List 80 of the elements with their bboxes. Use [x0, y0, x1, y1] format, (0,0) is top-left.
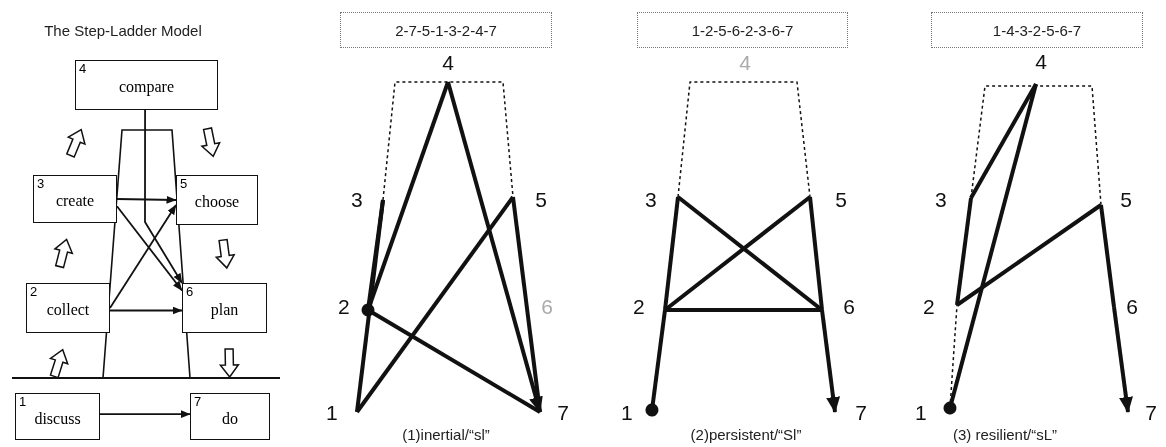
sequence-box: 1-2-5-6-2-3-6-7	[637, 12, 848, 48]
step-number: 5	[180, 177, 188, 191]
step-number: 7	[835, 402, 867, 424]
step-box	[26, 283, 110, 333]
step-number: 1	[19, 395, 27, 409]
panel-title: The Step-Ladder Model	[44, 22, 202, 39]
sequence-box: 2-7-5-1-3-2-4-7	[340, 12, 552, 48]
path-line	[665, 308, 822, 312]
path-line	[645, 309, 667, 417]
hollow-arrow	[48, 348, 69, 379]
arrow	[99, 410, 191, 419]
path-line	[663, 196, 680, 311]
hollow-arrow	[200, 127, 221, 158]
step-number: 6	[1114, 296, 1138, 318]
step-number: 4	[1033, 51, 1047, 84]
step-number: 7	[540, 402, 569, 424]
step-number: 1	[621, 402, 652, 424]
step-number: 1	[915, 402, 950, 424]
dotted-line	[677, 81, 811, 198]
arrow	[116, 195, 177, 204]
step-box	[33, 175, 117, 223]
arrow	[1112, 306, 1133, 413]
step-number: 4	[79, 62, 87, 76]
arrow	[116, 205, 183, 292]
step-number: 5	[1101, 189, 1132, 211]
path-line	[511, 196, 542, 413]
step-number: 3	[37, 177, 45, 191]
step-number: 3	[935, 189, 971, 211]
arrow	[820, 309, 841, 413]
path-line	[808, 196, 824, 311]
step-box	[190, 393, 270, 440]
dotted-line	[382, 81, 514, 201]
dotted-line	[970, 85, 1102, 206]
step-box	[182, 283, 267, 333]
step-number: 6	[822, 296, 855, 318]
step-label: discuss	[33, 409, 82, 428]
path-line	[1099, 204, 1116, 308]
step-number: 2	[338, 296, 368, 318]
panel-caption: (1)inertial/“sl”	[402, 426, 490, 443]
path-line	[955, 203, 1103, 307]
step-label: choose	[193, 193, 241, 212]
hollow-arrow	[65, 128, 86, 158]
step-label: do	[221, 409, 239, 428]
step-label: plan	[209, 301, 240, 320]
step-label: create	[54, 192, 96, 211]
step-number: 5	[513, 189, 547, 211]
step-number: 4	[738, 52, 752, 74]
step-number: 6	[186, 285, 194, 299]
panel-caption: (2)persistent/“Sl”	[690, 426, 802, 443]
step-number: 2	[923, 296, 957, 318]
step-number: 7	[1128, 402, 1157, 424]
step-box	[75, 60, 218, 110]
arrow	[144, 109, 183, 284]
path-line	[943, 83, 1038, 415]
step-number: 5	[810, 189, 847, 211]
hollow-arrow	[218, 348, 240, 379]
step-number: 7	[194, 395, 202, 409]
step-number: 3	[645, 189, 678, 211]
arrow	[109, 306, 183, 315]
step-number: 1	[326, 402, 357, 424]
step-number: 6	[540, 296, 554, 318]
step-box	[15, 393, 100, 440]
step-number: 2	[30, 285, 38, 299]
hollow-arrow	[53, 238, 74, 269]
path-line	[355, 195, 515, 414]
step-number: 3	[351, 189, 383, 211]
step-label: collect	[45, 301, 91, 320]
arrow	[109, 204, 177, 309]
step-label: compare	[117, 78, 176, 97]
path-line	[361, 303, 541, 414]
path-line	[969, 83, 1038, 199]
hollow-arrow	[214, 238, 236, 270]
path-line	[676, 195, 824, 312]
sequence-box: 1-4-3-2-5-6-7	[931, 12, 1143, 48]
arrow	[446, 81, 543, 413]
path-line	[955, 197, 973, 306]
panel-caption: (3) resilient/“sL”	[952, 426, 1058, 443]
step-box	[176, 175, 258, 225]
step-number: 2	[633, 296, 665, 318]
step-number: 4	[441, 52, 455, 82]
